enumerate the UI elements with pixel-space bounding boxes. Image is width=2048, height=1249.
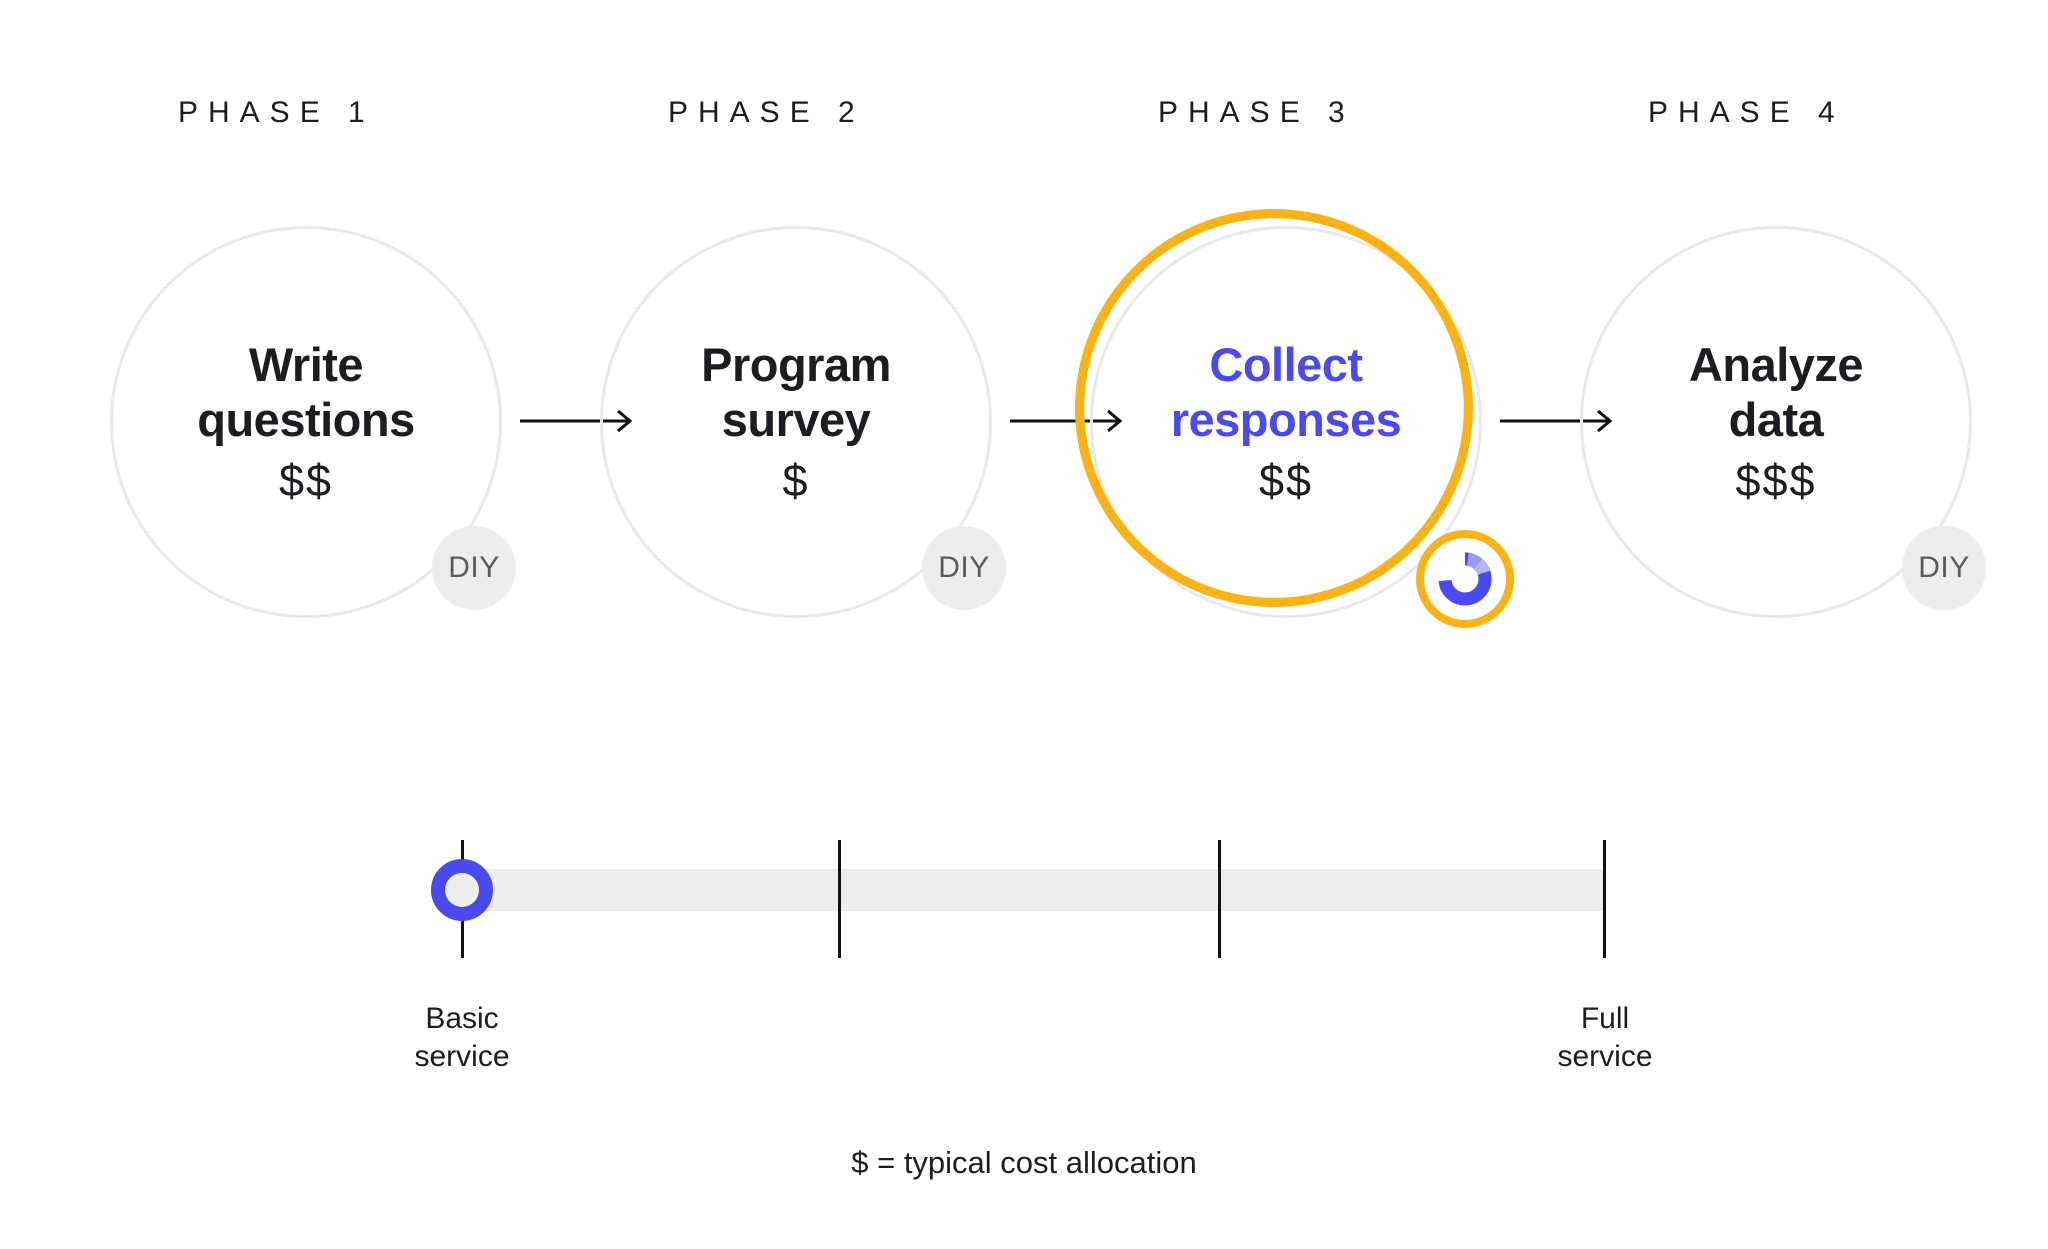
phase-title-line1-4: Analyze — [1688, 338, 1864, 391]
slider-handle[interactable] — [431, 859, 493, 921]
phase-cost-2: $ — [782, 454, 810, 506]
diy-badge-4[interactable]: DIY — [1902, 526, 1986, 610]
phase-title-line2-1: questions — [197, 393, 415, 447]
phase-title-line2-4: data — [1728, 393, 1824, 447]
phase-content-2: Program survey $ — [600, 337, 992, 507]
phase-cost-3: $$ — [1258, 454, 1314, 506]
phase-header-4: PHASE 4 — [1648, 96, 1845, 129]
phase-cost-1: $$ — [278, 454, 334, 506]
slider-label-basic-service: Basic service — [414, 1002, 510, 1073]
slider-track[interactable] — [462, 869, 1605, 911]
phase-header-3: PHASE 3 — [1158, 96, 1355, 129]
phase-cost-4: $$$ — [1735, 454, 1817, 506]
cost-legend-footnote: $ = typical cost allocation — [851, 1145, 1197, 1180]
phase-node-3[interactable]: Collect responses $$ — [1049, 183, 1514, 633]
phase-circle-outline-3 — [1090, 226, 1482, 618]
phase-circle-outline-4 — [1580, 226, 1972, 618]
phase-circle-outline-1 — [110, 226, 502, 618]
phase-title-line1-3: Collect — [1209, 338, 1363, 391]
phase-content-4: Analyze data $$$ — [1580, 337, 1972, 507]
phase-content-3: Collect responses $$ — [1090, 337, 1482, 507]
slider-tick-4[interactable] — [1603, 840, 1606, 958]
slider-label-full-service: Full service — [1557, 1002, 1653, 1073]
diy-badge-2[interactable]: DIY — [922, 526, 1006, 610]
phase-node-2[interactable]: Program survey $ DIY — [600, 226, 1006, 618]
phase-title-line1-2: Program — [701, 338, 891, 391]
slider-tick-2[interactable] — [838, 840, 841, 958]
phase-node-1[interactable]: Write questions $$ DIY — [110, 226, 516, 618]
slider-tick-3[interactable] — [1218, 840, 1221, 958]
phase-content-1: Write questions $$ — [110, 337, 502, 507]
diy-badge-label-2: DIY — [938, 551, 990, 584]
phase-node-4[interactable]: Analyze data $$$ DIY — [1580, 226, 1986, 618]
progress-badge-3[interactable] — [1416, 530, 1514, 628]
phase-header-2: PHASE 2 — [668, 96, 865, 129]
phase-title-line1-1: Write — [248, 338, 364, 391]
diy-badge-label-4: DIY — [1918, 551, 1970, 584]
diy-badge-1[interactable]: DIY — [432, 526, 516, 610]
phase-title-line2-3: responses — [1170, 393, 1402, 447]
phase-title-line2-2: survey — [721, 393, 871, 447]
phase-header-1: PHASE 1 — [178, 96, 375, 129]
phase-circle-outline-2 — [600, 226, 992, 618]
progress-donut-icon — [1438, 552, 1492, 606]
diy-badge-label-1: DIY — [448, 551, 500, 584]
